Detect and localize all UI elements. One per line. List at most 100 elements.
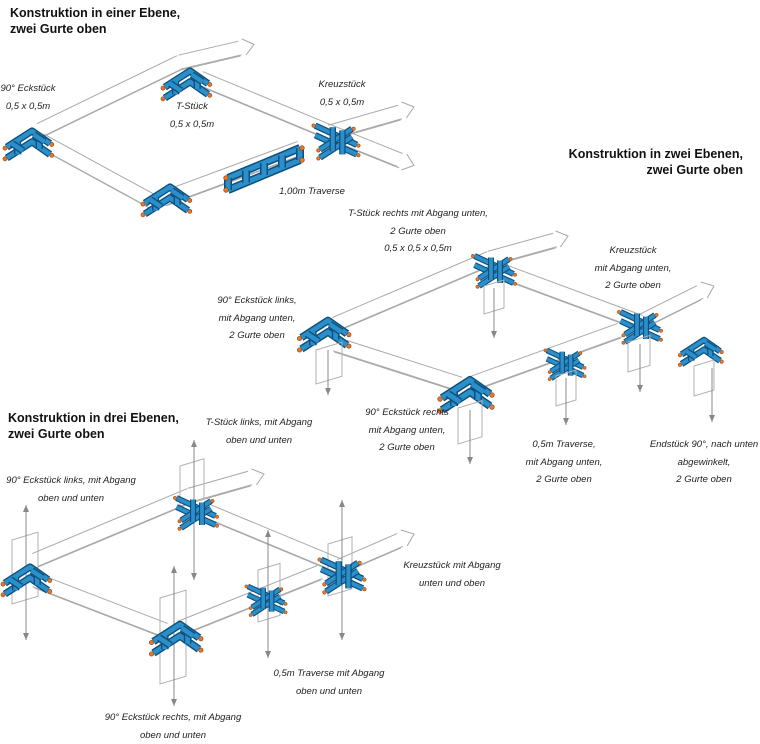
beam-s3-left	[32, 488, 193, 569]
coupler-pin	[2, 145, 8, 151]
tube-post-core	[489, 257, 502, 283]
coupler-pin	[140, 212, 146, 218]
beam-edge	[327, 104, 399, 126]
coupler-pin	[215, 514, 219, 519]
joint-s2-cross	[617, 309, 663, 345]
tube-brace-core	[10, 132, 46, 153]
coupler-pin	[617, 310, 621, 314]
coupler-pin	[215, 523, 219, 528]
beam-s1-front	[36, 133, 154, 209]
tube-brace-core	[148, 188, 184, 209]
beam-edge	[502, 278, 638, 330]
joint-s3-traverse	[244, 583, 288, 617]
coupler-pin	[475, 277, 480, 282]
heading-three-levels: Konstruktion in drei Ebenen, zwei Gurte …	[8, 411, 179, 441]
coupler-pin	[362, 587, 367, 592]
coupler-pin	[362, 577, 367, 582]
label-traverse-down: 0,5m Traverse,mit Abgang unten,2 Gurte o…	[525, 439, 603, 485]
beam-edge	[202, 516, 338, 573]
coupler-pin	[489, 392, 495, 398]
coupler-pin	[547, 377, 552, 381]
coupler-pin	[543, 348, 548, 353]
coupler-pin	[248, 613, 253, 617]
arrow-up	[23, 505, 29, 512]
coupler-pin	[582, 366, 587, 370]
beam-edge	[37, 572, 168, 624]
coupler-pin	[207, 92, 213, 98]
beam-s3-front	[32, 572, 168, 639]
coupler-pin	[316, 148, 321, 153]
drop-box-s2-f	[693, 359, 715, 397]
coupler-pin	[244, 584, 249, 589]
coupler-pin	[322, 590, 327, 595]
beam-edge	[334, 351, 460, 393]
arrow-down	[339, 633, 345, 640]
beam-edge	[332, 350, 459, 392]
coupler-pin	[279, 587, 284, 592]
drop-box-s2-d	[457, 400, 483, 445]
drop-box-s2-c	[627, 334, 651, 373]
beam-edge	[38, 147, 150, 209]
column-box-s3-b	[179, 458, 205, 507]
beam-end-s1-top	[241, 38, 255, 56]
beam-end-s3-top	[251, 468, 265, 486]
tube-brace-core	[168, 72, 204, 93]
beam-edge	[207, 503, 343, 560]
beam-edge	[187, 470, 249, 489]
arrow-up	[171, 566, 177, 573]
coupler-pin	[177, 519, 182, 524]
coupler-pin	[299, 145, 305, 151]
beam-edge	[204, 517, 340, 575]
coupler-pin	[719, 349, 724, 355]
coupler-pin	[223, 175, 229, 181]
coupler-pin	[2, 156, 8, 162]
coupler-pin	[223, 187, 229, 193]
coupler-pin	[677, 353, 683, 358]
beam-edge	[470, 337, 621, 393]
coupler-pin	[322, 582, 327, 587]
coupler-pin	[317, 557, 322, 562]
beam-edge	[162, 140, 298, 192]
coupler-pin	[210, 499, 215, 503]
beam-edge	[34, 587, 165, 639]
coupler-pin	[283, 610, 288, 615]
coupler-pin	[316, 156, 321, 161]
coupler-pin	[187, 198, 193, 203]
coupler-pin	[140, 201, 146, 207]
arrow-down	[709, 415, 715, 422]
beam-s2-front	[332, 336, 463, 393]
arrow-up	[265, 530, 271, 537]
axis-s2-d	[467, 410, 473, 464]
tube-brace-core	[446, 381, 486, 405]
axis-s2-b	[491, 288, 497, 338]
axis-s2-e	[563, 378, 569, 425]
beam-edge	[43, 133, 154, 195]
drop-box-s2-b	[483, 279, 505, 315]
coupler-pin	[489, 404, 495, 410]
axis-s2-c	[637, 344, 643, 392]
beam-end-s1-b	[401, 153, 415, 171]
coupler-pin	[299, 157, 305, 163]
coupler-pin	[513, 281, 517, 286]
coupler-pin	[0, 581, 6, 587]
coupler-pin	[654, 313, 659, 317]
beam-edge	[332, 251, 488, 319]
arrow-down	[191, 573, 197, 580]
beam-edge	[335, 265, 492, 333]
coupler-pin	[198, 647, 204, 653]
coupler-pin	[311, 123, 316, 128]
beam-s2-right	[502, 264, 643, 331]
arrow-up	[339, 500, 345, 507]
column-box-s3-d	[159, 589, 187, 685]
beam-edge	[337, 533, 398, 561]
coupler-pin	[471, 254, 475, 258]
beam-edge	[487, 232, 554, 252]
beam-s3-top	[187, 470, 253, 504]
